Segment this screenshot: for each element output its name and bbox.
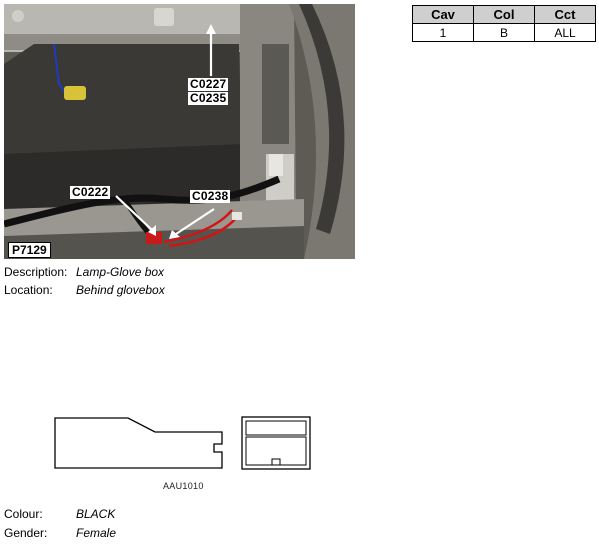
colour-value: BLACK: [76, 507, 116, 521]
callout-c0238: C0238: [190, 189, 231, 203]
location-label: Location:: [4, 283, 53, 297]
connector-side-view: [54, 417, 223, 469]
callout-c0235: C0235: [188, 91, 229, 105]
component-photo: C0227 C0235 C0222 C0238 P7129: [4, 4, 355, 259]
pin-table-header-row: Cav Col Cct: [412, 5, 596, 24]
cell-cav: 1: [412, 23, 474, 42]
location-row: Location: Behind glovebox: [4, 283, 165, 298]
description-value: Lamp-Glove box: [76, 265, 165, 279]
cell-cct: ALL: [534, 23, 596, 42]
description-row: Description: Lamp-Glove box: [4, 265, 164, 280]
description-label: Description:: [4, 265, 68, 279]
header-col: Col: [473, 5, 535, 24]
connector-drawing: [54, 416, 311, 470]
callout-c0222: C0222: [70, 185, 111, 199]
gender-value: Female: [76, 526, 117, 540]
colour-label: Colour:: [4, 507, 43, 521]
table-row: 1 B ALL: [412, 23, 596, 42]
pin-table: Cav Col Cct 1 B ALL: [412, 5, 596, 42]
photo-illustration: [4, 4, 355, 259]
callout-c0227: C0227: [188, 77, 229, 91]
colour-row: Colour: BLACK: [4, 507, 115, 522]
location-value: Behind glovebox: [76, 283, 165, 297]
header-cav: Cav: [412, 5, 474, 24]
connector-front-view: [241, 416, 311, 470]
connector-code: AAU1010: [163, 481, 204, 491]
gender-label: Gender:: [4, 526, 48, 540]
cell-col: B: [473, 23, 535, 42]
header-cct: Cct: [534, 5, 596, 24]
photo-id-label: P7129: [8, 242, 51, 258]
gender-row: Gender: Female: [4, 526, 116, 541]
